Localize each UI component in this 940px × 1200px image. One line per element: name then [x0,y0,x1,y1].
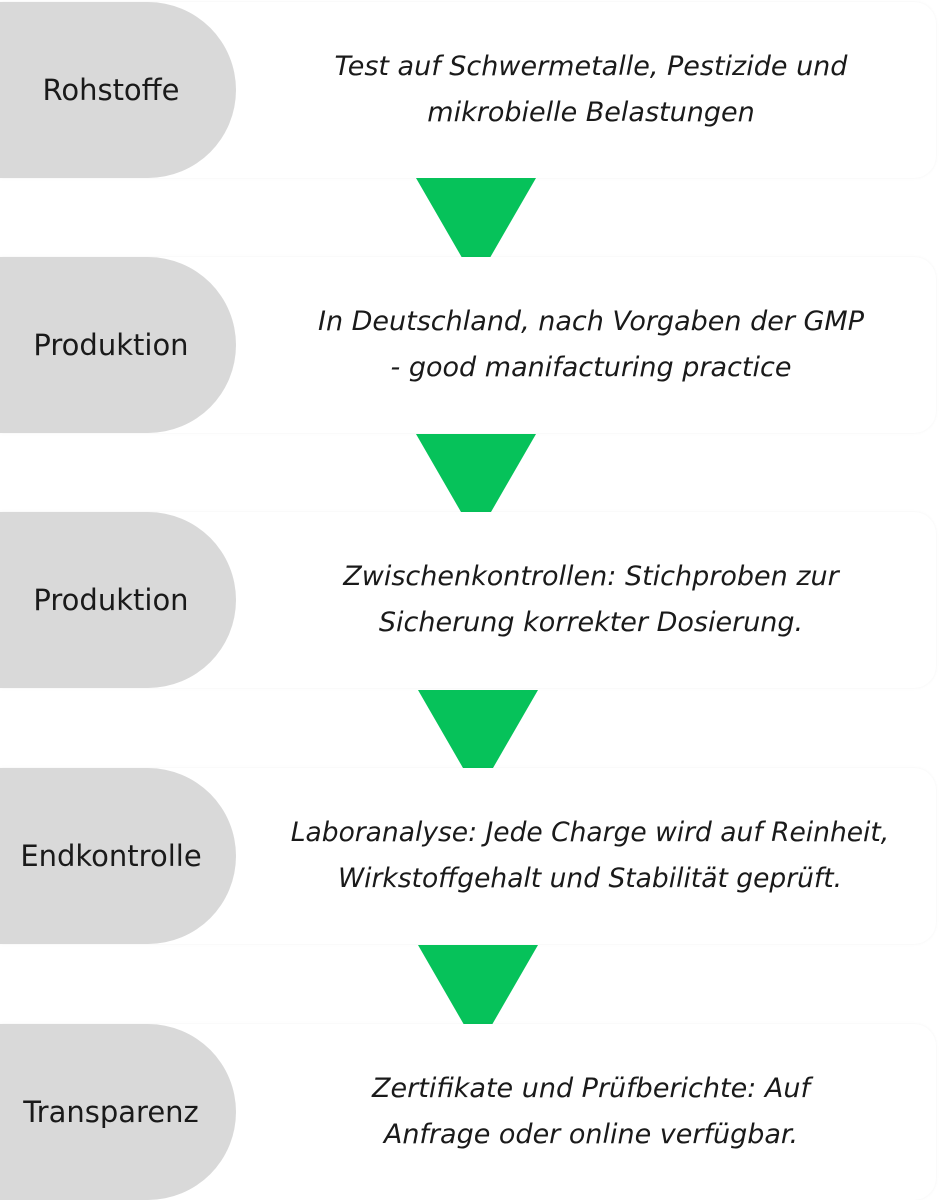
step-description-text: Zwischenkontrollen: Stichproben zur Sich… [343,561,839,638]
step-transparenz: Transparenz Zertifikate und Prüfberichte… [0,1024,940,1200]
step-description: Test auf Schwermetalle, Pestizide und mi… [246,2,936,178]
step-description: Zwischenkontrollen: Stichproben zur Sich… [246,512,936,688]
step-description-text: Test auf Schwermetalle, Pestizide und mi… [334,51,848,128]
step-label: Rohstoffe [0,2,236,178]
step-description-text: Laboranalyse: Jede Charge wird auf Reinh… [290,817,890,894]
step-rohstoffe: Rohstoffe Test auf Schwermetalle, Pestiz… [0,2,940,178]
step-label: Endkontrolle [0,768,236,944]
step-description: In Deutschland, nach Vorgaben der GMP - … [246,257,936,433]
step-label: Produktion [0,512,236,688]
step-description: Laboranalyse: Jede Charge wird auf Reinh… [240,768,940,944]
step-label: Transparenz [0,1024,236,1200]
step-label: Produktion [0,257,236,433]
step-description-text: In Deutschland, nach Vorgaben der GMP - … [317,306,864,383]
step-produktion-2: Produktion Zwischenkontrollen: Stichprob… [0,512,940,688]
step-description: Zertifikate und Prüfberichte: Auf Anfrag… [246,1024,936,1200]
step-description-text: Zertifikate und Prüfberichte: Auf Anfrag… [372,1073,810,1150]
step-produktion-1: Produktion In Deutschland, nach Vorgaben… [0,257,940,433]
step-endkontrolle: Endkontrolle Laboranalyse: Jede Charge w… [0,768,940,944]
